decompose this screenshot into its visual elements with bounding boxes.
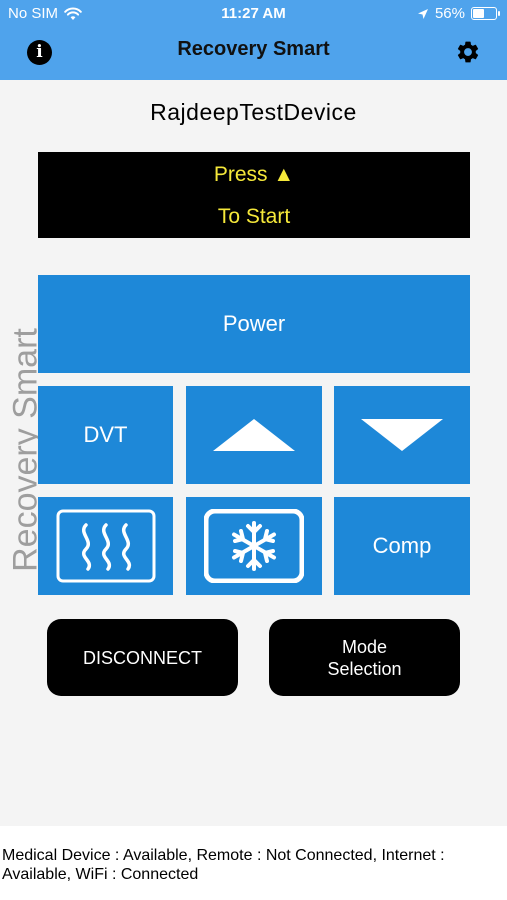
status-right: 56% xyxy=(417,5,500,22)
comp-button[interactable]: Comp xyxy=(334,497,470,595)
snowflake-icon xyxy=(204,509,304,583)
device-name: RajdeepTestDevice xyxy=(150,99,357,125)
disconnect-button-label: DISCONNECT xyxy=(82,647,202,668)
power-button-label: Power xyxy=(222,311,286,336)
display-line-1: Press ▲ xyxy=(213,163,295,186)
dvt-button-label: DVT xyxy=(83,422,128,447)
wifi-icon xyxy=(64,7,82,20)
up-button[interactable] xyxy=(186,386,322,484)
battery-icon xyxy=(471,7,500,20)
connection-status-footer: Medical Device : Available, Remote : Not… xyxy=(0,826,507,900)
comp-button-label: Comp xyxy=(372,533,432,558)
nav-title: Recovery Smart xyxy=(177,38,330,60)
clock: 11:27 AM xyxy=(221,5,286,22)
down-button[interactable] xyxy=(334,386,470,484)
top-bar: No SIM 11:27 AM 56% i Recovery Smart xyxy=(0,0,507,80)
disconnect-button[interactable]: DISCONNECT xyxy=(47,619,238,696)
gear-icon[interactable] xyxy=(455,39,481,65)
battery-fill xyxy=(473,9,485,18)
carrier-label: No SIM xyxy=(8,5,59,22)
status-display: Press ▲ To Start xyxy=(38,152,470,238)
display-line-2: To Start xyxy=(217,205,291,228)
down-arrow-icon xyxy=(361,419,443,451)
heat-button[interactable] xyxy=(38,497,173,595)
dvt-button[interactable]: DVT xyxy=(38,386,173,484)
battery-percent: 56% xyxy=(434,5,465,22)
mode-selection-label-line-1: Mode xyxy=(341,636,388,657)
location-arrow-icon xyxy=(417,8,428,19)
status-bar: No SIM 11:27 AM 56% xyxy=(0,0,507,28)
mode-selection-button[interactable]: Mode Selection xyxy=(269,619,460,696)
heat-icon xyxy=(56,509,155,583)
status-left: No SIM xyxy=(8,5,82,22)
connection-status-text: Medical Device : Available, Remote : Not… xyxy=(2,847,445,883)
cold-button[interactable] xyxy=(186,497,322,595)
info-icon[interactable]: i xyxy=(27,40,52,65)
up-arrow-icon xyxy=(213,419,295,451)
power-button[interactable]: Power xyxy=(38,275,470,373)
mode-selection-label-line-2: Selection xyxy=(327,658,402,679)
